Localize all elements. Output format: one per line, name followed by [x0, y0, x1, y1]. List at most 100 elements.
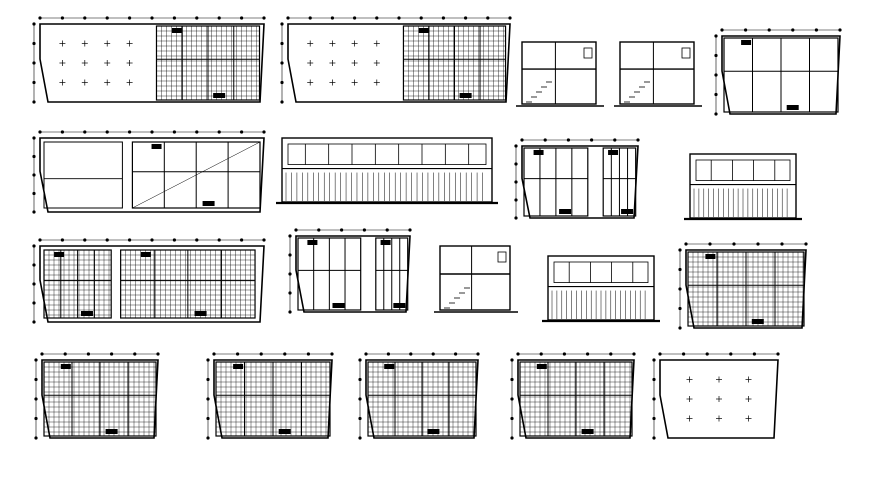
grid-marker	[362, 228, 366, 232]
floor-plan-tiled-long	[30, 236, 270, 330]
floor-plan-bottom-2-svg	[206, 352, 334, 440]
grid-marker	[705, 352, 709, 356]
stair-block	[705, 254, 716, 259]
grid-marker	[340, 228, 344, 232]
plan-outline	[213, 359, 333, 439]
stair-block	[60, 364, 71, 369]
grid-marker	[510, 416, 514, 421]
grid-marker	[34, 358, 38, 362]
grid-marker	[63, 352, 67, 356]
plan-outline	[287, 23, 511, 103]
grid-marker	[34, 397, 38, 401]
grid-marker	[358, 377, 362, 382]
section-b-svg	[614, 41, 702, 107]
grid-marker	[714, 73, 718, 77]
entry-block	[202, 201, 215, 206]
elevation-front-small	[542, 252, 660, 324]
grid-marker	[32, 320, 36, 324]
grid-marker	[684, 242, 688, 246]
grid-marker	[32, 41, 36, 46]
grid-marker	[652, 358, 656, 362]
grid-marker	[294, 228, 298, 232]
entry-block	[786, 105, 799, 110]
facade-outline	[689, 153, 797, 219]
grid-marker	[306, 352, 310, 356]
grid-marker	[375, 16, 379, 20]
grid-marker	[776, 352, 780, 356]
grid-marker	[308, 16, 312, 20]
stair-block	[536, 364, 547, 369]
grid-marker	[288, 253, 292, 257]
plan-outline	[721, 35, 841, 115]
plan-outline	[41, 359, 159, 439]
floor-plan-first-svg	[32, 130, 266, 214]
grid-marker	[128, 130, 132, 134]
grid-marker	[780, 242, 784, 246]
grid-marker	[38, 238, 42, 242]
grid-marker	[358, 436, 362, 440]
grid-marker	[32, 173, 36, 177]
floor-plan-bottom-3-svg	[358, 352, 480, 440]
grid-marker	[682, 352, 686, 356]
floor-plan-roof-svg	[652, 352, 780, 440]
grid-marker	[431, 352, 435, 356]
grid-marker	[752, 352, 756, 356]
entry-block	[332, 303, 345, 308]
stair-block	[741, 40, 752, 45]
plan-outline	[365, 359, 479, 439]
grid-marker	[756, 242, 760, 246]
grid-marker	[195, 238, 199, 242]
grid-marker	[32, 191, 36, 196]
grid-marker	[632, 352, 636, 356]
grid-marker	[38, 130, 42, 134]
grid-marker	[283, 352, 287, 356]
floor-plan-bottom-3	[356, 350, 484, 446]
grid-marker	[514, 216, 518, 220]
grid-marker	[590, 138, 594, 142]
grid-marker	[60, 238, 64, 242]
entry-block	[194, 311, 207, 316]
grid-marker	[729, 352, 733, 356]
grid-marker	[566, 138, 570, 142]
floor-plan-first-small	[512, 136, 644, 226]
grid-marker	[217, 238, 221, 242]
entry-block	[559, 209, 572, 214]
grid-marker	[105, 130, 109, 134]
grid-marker	[658, 352, 662, 356]
grid-marker	[613, 138, 617, 142]
grid-marker	[32, 136, 36, 140]
floor-plan-ground-a-svg	[32, 16, 266, 104]
grid-marker	[317, 228, 321, 232]
elevation-front-long	[276, 134, 498, 206]
floor-plan-roof	[650, 350, 784, 446]
floor-plan-tiled-right	[676, 240, 812, 336]
grid-marker	[744, 28, 748, 32]
room-tile-grid	[156, 26, 260, 100]
grid-marker	[83, 16, 87, 20]
entry-block	[459, 93, 472, 98]
room-outline	[43, 141, 123, 209]
stair-block	[140, 252, 151, 257]
grid-marker	[609, 352, 613, 356]
entry-block	[581, 429, 594, 434]
entry-block	[278, 429, 291, 434]
section-drawing-a	[514, 34, 606, 112]
grid-marker	[652, 416, 656, 421]
grid-marker	[32, 80, 36, 85]
grid-marker	[262, 130, 266, 134]
grid-marker	[86, 352, 90, 356]
plan-outline	[39, 23, 265, 103]
grid-marker	[32, 100, 36, 104]
section-outline	[439, 245, 511, 311]
room-tile-grid	[688, 252, 804, 326]
grid-marker	[358, 358, 362, 362]
grid-marker	[385, 228, 389, 232]
grid-marker	[652, 377, 656, 382]
entry-block	[621, 209, 634, 214]
grid-marker	[720, 28, 724, 32]
grid-marker	[34, 436, 38, 440]
grid-marker	[358, 416, 362, 421]
grid-marker	[240, 16, 244, 20]
grid-marker	[217, 16, 221, 20]
elevation-side-svg	[684, 153, 802, 221]
